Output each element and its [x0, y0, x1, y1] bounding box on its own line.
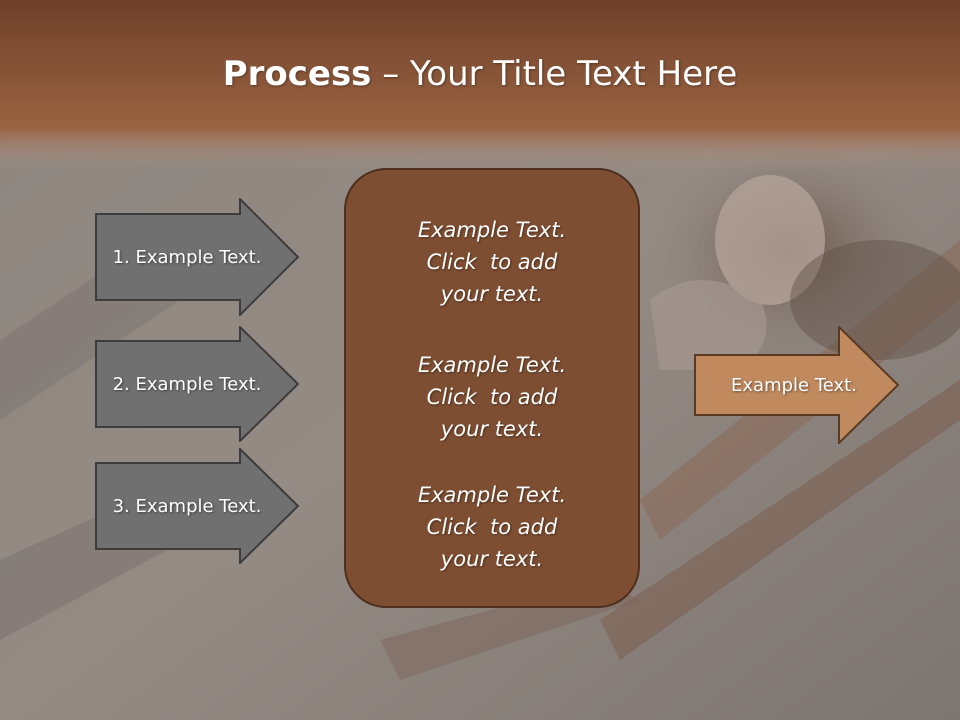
- arrow-shape-3: [95, 448, 300, 564]
- center-block-2: Example Text. Click to add your text.: [346, 349, 638, 445]
- center-block-3: Example Text. Click to add your text.: [346, 479, 638, 575]
- right-arrow-shape: [694, 326, 900, 444]
- center-block-1-line1: Example Text.: [417, 218, 567, 242]
- center-block-3-line2: Click to add: [426, 515, 558, 539]
- left-arrow-label-2: 2. Example Text.: [112, 373, 262, 395]
- center-block-1: Example Text. Click to add your text.: [346, 214, 638, 310]
- arrow-shape-1: [95, 198, 300, 316]
- center-block-2-line1: Example Text.: [417, 353, 567, 377]
- center-block-1-line2: Click to add: [426, 250, 558, 274]
- left-arrow-label-3: 3. Example Text.: [112, 495, 262, 517]
- center-text-box[interactable]: Example Text. Click to add your text. Ex…: [344, 168, 640, 608]
- left-arrow-label-1: 1. Example Text.: [112, 246, 262, 268]
- right-arrow-label: Example Text.: [731, 374, 857, 396]
- page-title: Process – Your Title Text Here: [0, 52, 960, 96]
- left-arrow-3[interactable]: 3. Example Text.: [95, 448, 300, 564]
- title-bold: Process: [222, 54, 372, 94]
- center-block-1-line3: your text.: [440, 282, 544, 306]
- title-rest: – Your Title Text Here: [371, 54, 738, 94]
- right-arrow[interactable]: Example Text.: [694, 326, 900, 444]
- center-block-2-line2: Click to add: [426, 385, 558, 409]
- left-arrow-1[interactable]: 1. Example Text.: [95, 198, 300, 316]
- center-block-3-line1: Example Text.: [417, 483, 567, 507]
- center-block-2-line3: your text.: [440, 417, 544, 441]
- center-block-3-line3: your text.: [440, 547, 544, 571]
- left-arrow-2[interactable]: 2. Example Text.: [95, 326, 300, 442]
- arrow-shape-2: [95, 326, 300, 442]
